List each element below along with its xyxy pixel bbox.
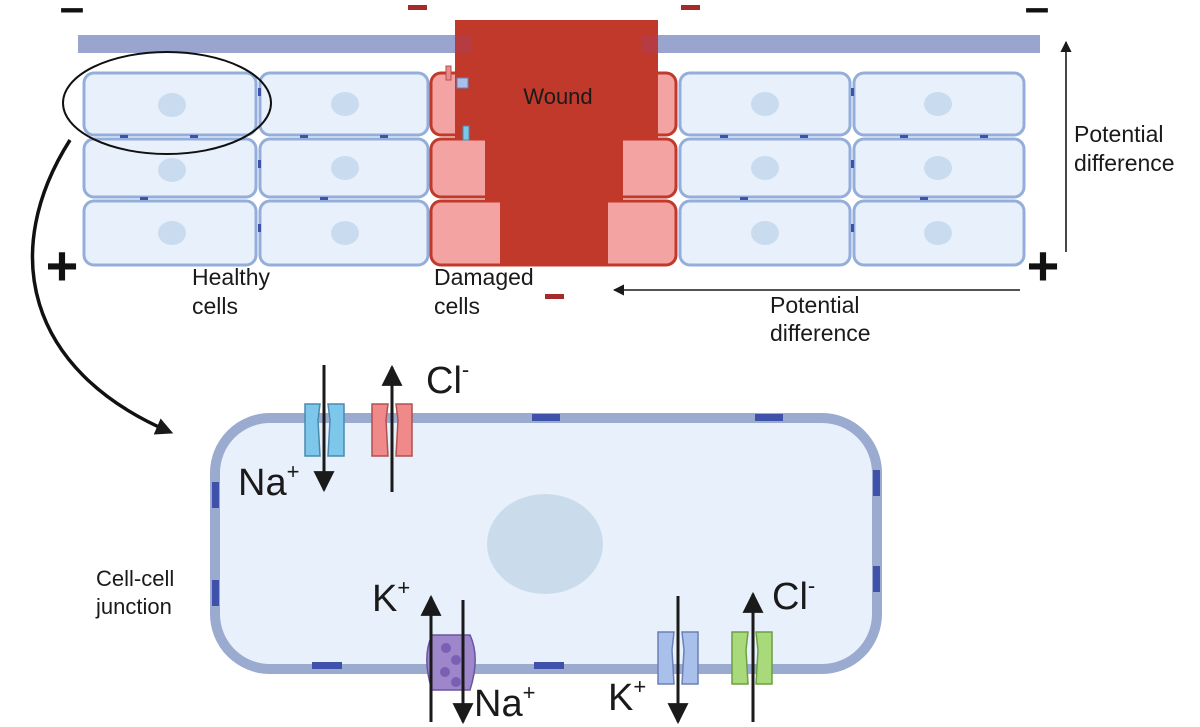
cell-cell-junction-marks	[212, 414, 880, 669]
cl-ion-label-bottom: Cl-	[772, 573, 815, 618]
na-k-pump	[426, 634, 476, 691]
k-channel-bottom	[657, 631, 699, 685]
potential-difference-bottom-label: Potential difference	[770, 292, 871, 346]
na-ion-label-top: Na+	[238, 459, 299, 504]
zoom-curved-arrow	[30, 139, 174, 435]
cl-channel-top	[371, 403, 413, 457]
cl-ion-label-top: Cl-	[426, 357, 469, 402]
plus-sign-right: +	[1027, 234, 1060, 297]
healthy-cells-left	[82, 71, 430, 267]
enlarged-cell	[210, 413, 882, 674]
wound-area	[445, 20, 658, 266]
plus-sign-left: +	[46, 234, 79, 297]
na-channel-top	[304, 403, 345, 457]
minus-sign-top-right: –	[1025, 0, 1049, 32]
cell-cell-junction-label: Cell-cell junction	[95, 566, 180, 619]
minus-sign-top-left: –	[60, 0, 84, 32]
k-ion-label-channel: K+	[608, 674, 646, 719]
wound-charge-marks	[408, 5, 700, 299]
healthy-cells-label: Healthy cells	[192, 264, 276, 319]
wound-label: Wound	[523, 84, 592, 109]
damaged-cells-label: Damaged cells	[434, 264, 540, 319]
na-ion-label-pump: Na+	[474, 680, 535, 725]
cl-channel-bottom	[731, 631, 773, 685]
k-ion-label-pump: K+	[372, 575, 410, 620]
enlarged-cell-nucleus	[487, 494, 603, 594]
zoom-ellipse	[62, 51, 272, 155]
potential-difference-right-label: Potential difference	[1074, 121, 1175, 176]
healthy-cells-right	[678, 71, 1026, 267]
